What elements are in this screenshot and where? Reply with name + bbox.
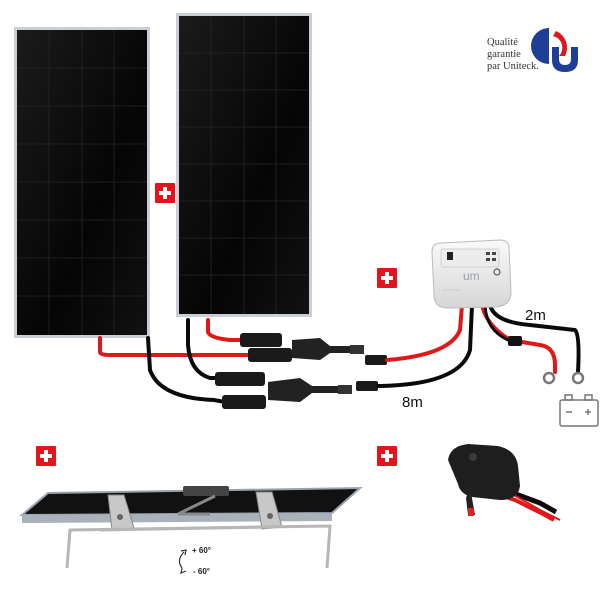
charge-controller-icon [431, 239, 512, 309]
panel-cables [98, 318, 252, 404]
ring-terminal [571, 371, 585, 385]
mc4-connector-icon [215, 333, 387, 409]
ground-frame [65, 524, 332, 569]
tilt-down-label: - 60° [193, 567, 210, 576]
cable-length-8m: 8m [402, 394, 423, 411]
solar-panel-icon [176, 13, 312, 317]
battery-icon [559, 394, 599, 427]
plus-icon [377, 268, 397, 288]
rotation-arrow-icon [178, 549, 187, 574]
ring-terminal [542, 371, 556, 385]
plus-icon [155, 183, 175, 203]
controller-brand: um [463, 269, 480, 283]
uniteck-logo-icon [531, 28, 578, 72]
plus-icon [377, 446, 397, 466]
cable-length-2m: 2m [525, 307, 546, 324]
quality-line-3: par Uniteck. [487, 61, 539, 72]
plus-icon [36, 446, 56, 466]
junction-box-icon [448, 444, 561, 522]
solar-panel-icon [14, 27, 150, 338]
controller-cables [376, 303, 581, 388]
mounting-bracket-icon [107, 491, 283, 531]
fuse-holder [508, 336, 522, 346]
quality-line-1: Qualité [487, 37, 518, 48]
tilted-panel [19, 486, 363, 523]
quality-badge: Qualité garantie par Uniteck. [487, 37, 539, 73]
tilt-up-label: + 60° [192, 546, 211, 555]
quality-line-2: garantie [487, 49, 521, 60]
